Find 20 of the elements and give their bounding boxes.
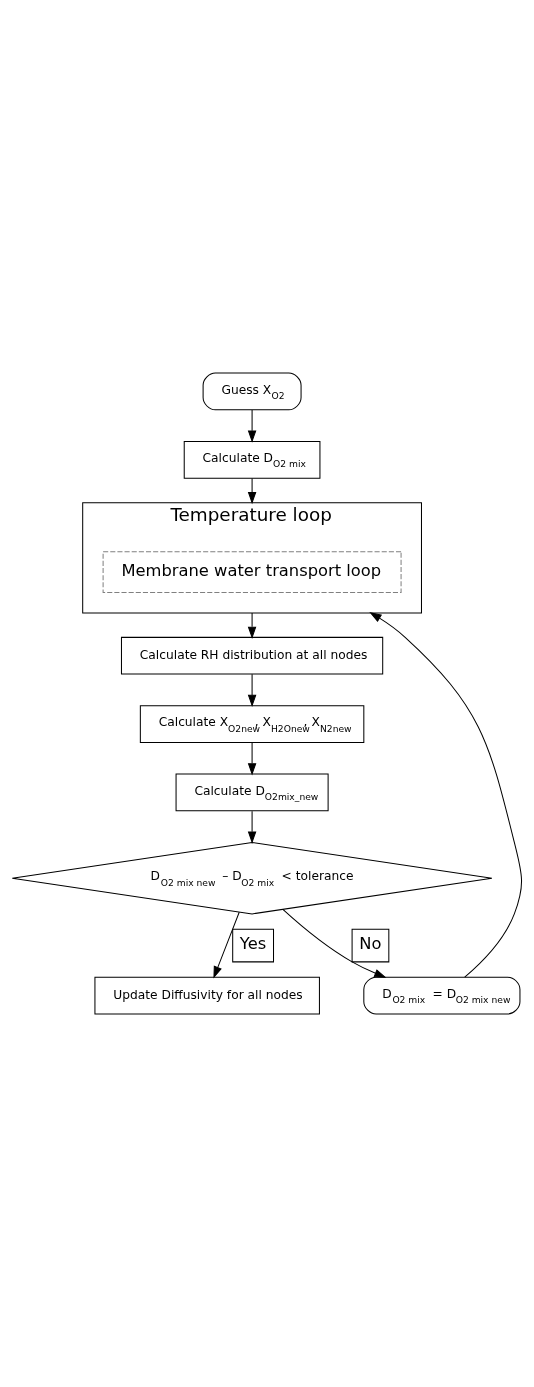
node-box: Calculate X$_{O2new}$, X$_{H2Onew}$, X$_{N2new}$ — [139, 705, 365, 743]
arrow — [247, 478, 257, 505]
arrow — [247, 409, 257, 443]
node-box: Guess X$_{O2}$ — [202, 372, 302, 411]
node-box: Membrane water transport loop — [102, 551, 402, 593]
arrow — [369, 612, 522, 978]
node-box: Calculate D$_{O2mix_new}$ — [175, 773, 329, 812]
arrow — [213, 911, 240, 979]
arrow — [247, 612, 257, 639]
node-box: Update Diffusivity for all nodes — [94, 976, 320, 1015]
arrow — [247, 742, 257, 776]
node-box: D$_{O2 mix}$ = D$_{O2 mix new}$ — [363, 976, 521, 1015]
edge-label: Yes — [239, 934, 267, 954]
arrow — [247, 810, 257, 844]
node-box: Calculate RH distribution at all nodes — [120, 636, 384, 675]
node-diamond: D$_{O2 mix new}$ – D$_{O2 mix}$ < tolerance — [11, 841, 493, 915]
node-box: Calculate D$_{O2 mix}$ — [183, 440, 321, 479]
edge-label: No — [359, 934, 382, 954]
arrow — [247, 673, 257, 708]
arrow — [282, 908, 387, 978]
